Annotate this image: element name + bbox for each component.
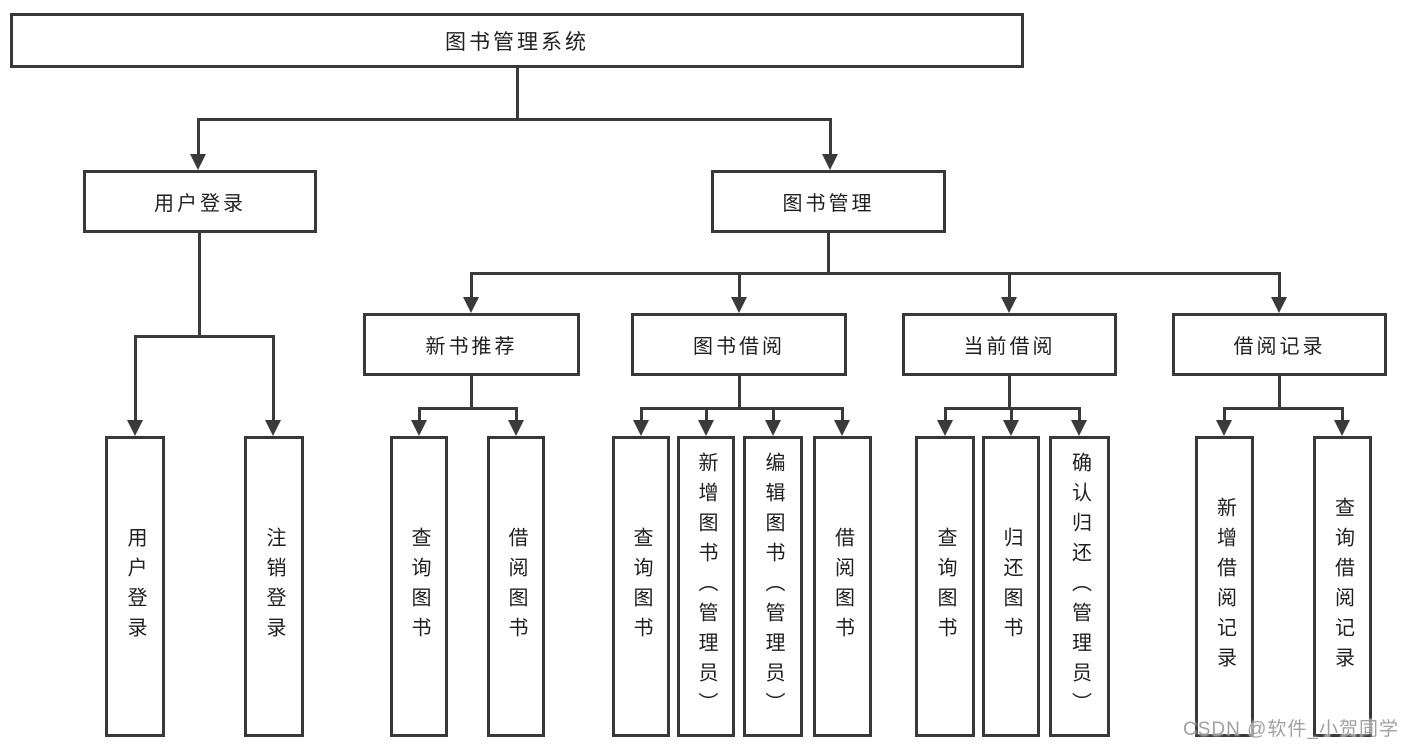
leaf-bb-query-books: 查询图书 bbox=[612, 436, 670, 737]
node-borrow-records-label: 借阅记录 bbox=[1233, 336, 1326, 358]
node-book-borrow: 图书借阅 bbox=[631, 313, 847, 376]
connector-cb-drop-1 bbox=[944, 407, 947, 422]
leaf-bb-edit-books-admin: 编辑图书（管理员） bbox=[743, 436, 803, 737]
leaf-cb-query-books: 查询图书 bbox=[915, 436, 975, 737]
connector-bookmgmt-drop-2 bbox=[738, 272, 741, 299]
node-borrow-records: 借阅记录 bbox=[1172, 313, 1387, 376]
connector-bookmgmt-drop-1 bbox=[470, 272, 473, 299]
arrow-to-new-book-recommend bbox=[463, 297, 479, 313]
node-book-borrow-label: 图书借阅 bbox=[693, 336, 785, 358]
arrow-to-borrow-records bbox=[1271, 297, 1287, 313]
arrow-to-leaf-br-query bbox=[1334, 420, 1350, 436]
connector-br-drop-2 bbox=[1341, 407, 1344, 422]
leaf-br-query-record: 查询借阅记录 bbox=[1313, 436, 1372, 737]
node-root-system: 图书管理系统 bbox=[10, 13, 1024, 68]
connector-nbr-drop-2 bbox=[515, 407, 518, 422]
leaf-cb-query-books-label: 查询图书 bbox=[934, 526, 956, 647]
node-current-borrow: 当前借阅 bbox=[902, 313, 1117, 376]
arrow-to-leaf-user-login bbox=[127, 420, 143, 436]
leaf-nbr-query-books: 查询图书 bbox=[390, 436, 448, 737]
node-user-login-group: 用户登录 bbox=[83, 170, 317, 233]
leaf-cb-return-books-label: 归还图书 bbox=[1000, 526, 1022, 647]
connector-nbr-bar bbox=[419, 407, 516, 410]
leaf-br-add-record-label: 新增借阅记录 bbox=[1213, 496, 1236, 677]
connector-bookmgmt-stem bbox=[827, 233, 830, 272]
leaf-bb-borrow-books: 借阅图书 bbox=[813, 436, 872, 737]
arrow-to-leaf-cb-confirm bbox=[1071, 420, 1087, 436]
node-root-system-label: 图书管理系统 bbox=[445, 30, 589, 54]
arrow-to-leaf-logout bbox=[265, 420, 281, 436]
connector-cb-drop-2 bbox=[1010, 407, 1013, 422]
connector-nbr-drop-1 bbox=[418, 407, 421, 422]
connector-bookmgmt-bar bbox=[471, 272, 1279, 275]
leaf-cb-return-books: 归还图书 bbox=[982, 436, 1040, 737]
node-book-management-group: 图书管理 bbox=[711, 170, 946, 233]
connector-cb-drop-3 bbox=[1078, 407, 1081, 422]
connector-nbr-stem bbox=[470, 376, 473, 407]
leaf-nbr-borrow-books-label: 借阅图书 bbox=[505, 526, 527, 647]
connector-root-drop-left bbox=[197, 118, 200, 156]
leaf-bb-query-books-label: 查询图书 bbox=[630, 526, 652, 647]
arrow-to-leaf-nbr-query bbox=[411, 420, 427, 436]
arrow-to-leaf-bb-edit bbox=[765, 420, 781, 436]
leaf-bb-add-books-admin: 新增图书（管理员） bbox=[677, 436, 735, 737]
leaf-user-login-label: 用户登录 bbox=[124, 526, 146, 647]
connector-root-stem bbox=[516, 68, 519, 118]
leaf-logout-label: 注销登录 bbox=[263, 526, 285, 647]
arrow-to-leaf-bb-query bbox=[633, 420, 649, 436]
arrow-to-leaf-bb-add bbox=[698, 420, 714, 436]
leaf-cb-confirm-return-admin-label: 确认归还（管理员） bbox=[1068, 451, 1091, 722]
leaf-br-add-record: 新增借阅记录 bbox=[1195, 436, 1254, 737]
arrow-to-current-borrow bbox=[1001, 297, 1017, 313]
connector-root-bar bbox=[198, 118, 830, 121]
leaf-nbr-borrow-books: 借阅图书 bbox=[487, 436, 545, 737]
connector-bb-stem bbox=[738, 376, 741, 407]
arrow-to-leaf-nbr-borrow bbox=[508, 420, 524, 436]
node-book-management-group-label: 图书管理 bbox=[782, 193, 875, 215]
connector-root-drop-right bbox=[829, 118, 832, 156]
node-user-login-group-label: 用户登录 bbox=[154, 193, 246, 215]
connector-bb-drop-1 bbox=[640, 407, 643, 422]
connector-bookmgmt-drop-3 bbox=[1008, 272, 1011, 299]
arrow-to-leaf-bb-borrow bbox=[834, 420, 850, 436]
arrow-to-book-management-group bbox=[822, 154, 838, 170]
connector-userlogin-stem bbox=[198, 233, 201, 335]
connector-br-stem bbox=[1278, 376, 1281, 407]
arrow-to-book-borrow bbox=[731, 297, 747, 313]
leaf-br-query-record-label: 查询借阅记录 bbox=[1331, 496, 1354, 677]
connector-cb-stem bbox=[1008, 376, 1011, 407]
leaf-logout: 注销登录 bbox=[244, 436, 304, 737]
arrow-to-leaf-cb-query bbox=[937, 420, 953, 436]
leaf-user-login: 用户登录 bbox=[105, 436, 165, 737]
node-new-book-recommend-label: 新书推荐 bbox=[425, 336, 518, 358]
leaf-cb-confirm-return-admin: 确认归还（管理员） bbox=[1049, 436, 1110, 737]
connector-userlogin-drop-1 bbox=[134, 335, 137, 421]
leaf-bb-edit-books-admin-label: 编辑图书（管理员） bbox=[762, 451, 784, 722]
arrow-to-leaf-cb-return bbox=[1003, 420, 1019, 436]
node-new-book-recommend: 新书推荐 bbox=[363, 313, 580, 376]
leaf-nbr-query-books-label: 查询图书 bbox=[408, 526, 430, 647]
connector-bb-drop-2 bbox=[705, 407, 708, 422]
connector-br-drop-1 bbox=[1223, 407, 1226, 422]
connector-bb-drop-4 bbox=[841, 407, 844, 422]
leaf-bb-add-books-admin-label: 新增图书（管理员） bbox=[695, 451, 717, 722]
connector-bb-bar bbox=[641, 407, 842, 410]
arrow-to-user-login-group bbox=[190, 154, 206, 170]
node-current-borrow-label: 当前借阅 bbox=[963, 336, 1056, 358]
connector-br-bar bbox=[1224, 407, 1342, 410]
connector-bookmgmt-drop-4 bbox=[1278, 272, 1281, 299]
arrow-to-leaf-br-add bbox=[1216, 420, 1232, 436]
leaf-bb-borrow-books-label: 借阅图书 bbox=[831, 526, 854, 647]
connector-userlogin-drop-2 bbox=[272, 335, 275, 421]
connector-bb-drop-3 bbox=[772, 407, 775, 422]
connector-userlogin-bar bbox=[135, 335, 274, 338]
watermark: CSDN @软件_小贺同学 bbox=[1183, 719, 1399, 740]
